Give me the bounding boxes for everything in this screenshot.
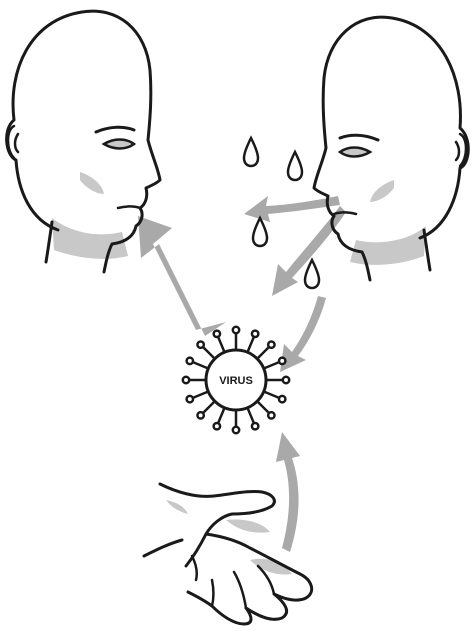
arrow-droplets-to-virus [280, 296, 326, 372]
arrow-hand-to-virus [276, 432, 300, 552]
virus-spike-tip [279, 396, 285, 402]
virus-spike-tip [197, 341, 203, 347]
virus-spike-tip [233, 427, 239, 433]
virus-spike-tip [279, 358, 285, 364]
virus-spike-tip [268, 412, 274, 418]
left-head-ear [8, 126, 18, 158]
left-head-eye [104, 140, 134, 149]
right-head-brow [340, 135, 378, 140]
droplet-icon [305, 260, 319, 288]
arrow-mouth-to-droplets [244, 196, 340, 222]
hand-outline [144, 484, 312, 624]
right-head-cheek-shade [370, 180, 394, 202]
left-head-mouth [118, 207, 140, 209]
virus-spike-tip [233, 327, 239, 333]
left-head [7, 11, 160, 272]
virus-spike-tip [252, 331, 258, 337]
virus-particle-icon: VIRUS [183, 327, 289, 433]
left-head-neck-line [46, 222, 52, 262]
arrow-virus-to-left-head [138, 216, 226, 336]
open-hand-icon [144, 484, 312, 624]
virus-spike-tip [183, 377, 189, 383]
hand-shade-palm [226, 520, 270, 533]
droplet-icon [288, 152, 302, 180]
hand-shade-thumb [166, 500, 188, 514]
right-head [314, 17, 468, 280]
right-head-eye [340, 148, 370, 157]
virus-label: VIRUS [219, 375, 253, 387]
left-head-neck-shade [52, 218, 128, 259]
virus-spike-tip [252, 423, 258, 429]
virus-spike-tip [214, 423, 220, 429]
virus-spike-tip [187, 396, 193, 402]
virus-spike-tip [187, 358, 193, 364]
virus-spike-tip [214, 331, 220, 337]
droplet-icon [253, 218, 267, 246]
virus-spike-tip [197, 412, 203, 418]
virus-spike-tip [268, 341, 274, 347]
right-head-ear [456, 134, 466, 166]
left-head-brow [96, 127, 134, 132]
right-head-outline [314, 17, 468, 280]
virus-spike-tip [283, 377, 289, 383]
right-head-mouth [334, 213, 356, 215]
right-head-neck-shade [350, 226, 426, 265]
left-head-cheek-shade [80, 172, 104, 194]
droplet-icon [244, 138, 258, 166]
